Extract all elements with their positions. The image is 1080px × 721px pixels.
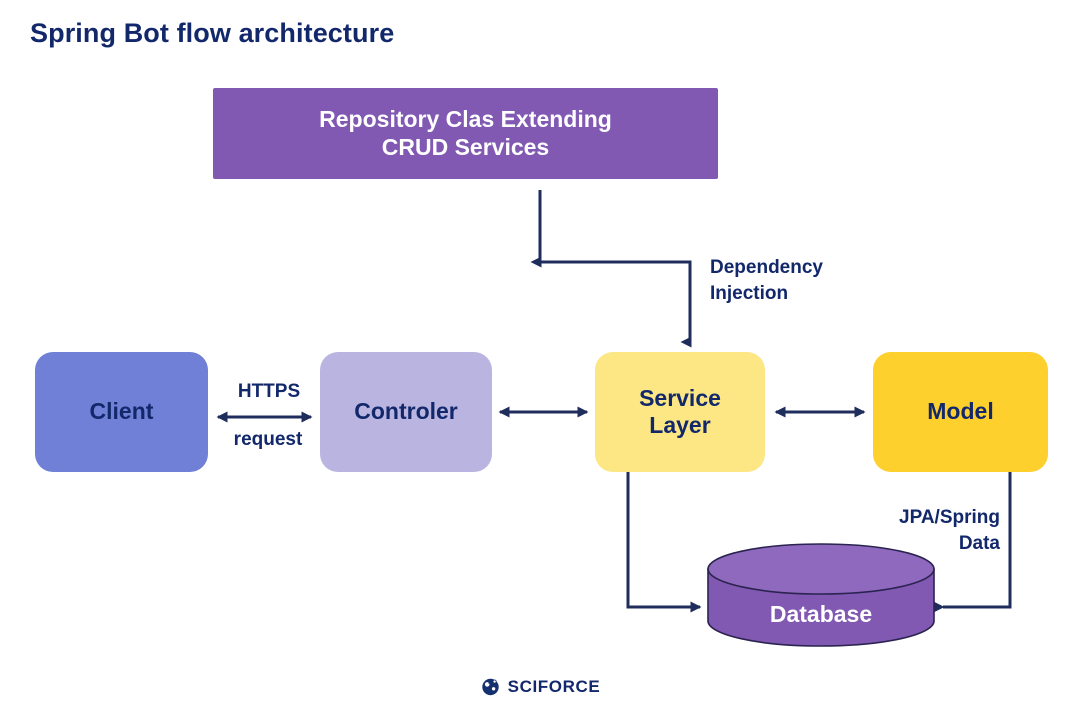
footer-brand-text: SCIFORCE bbox=[507, 676, 601, 696]
node-client[interactable]: Client bbox=[35, 352, 208, 472]
node-model[interactable]: Model bbox=[873, 352, 1048, 472]
edge-label-https: HTTPS bbox=[237, 381, 301, 402]
edge-label-jpa-spring-data: JPA/Spring Data bbox=[899, 507, 1000, 555]
page-title: Spring Bot flow architecture bbox=[30, 18, 395, 48]
node-database[interactable]: Database bbox=[707, 543, 935, 647]
connector-dependency-injection bbox=[530, 190, 692, 348]
database-cylinder-icon bbox=[707, 543, 935, 647]
node-repository[interactable]: Repository Clas Extending CRUD Services bbox=[213, 88, 718, 179]
sciforce-globe-icon bbox=[481, 678, 499, 696]
edge-label-request: request bbox=[233, 429, 303, 450]
edge-label-dependency-injection: Dependency Injection bbox=[710, 257, 823, 305]
footer-branding: SCIFORCE bbox=[0, 676, 1080, 697]
node-controller[interactable]: Controler bbox=[320, 352, 492, 472]
node-service-layer[interactable]: Service Layer bbox=[595, 352, 765, 472]
connector-service-database bbox=[626, 472, 702, 613]
